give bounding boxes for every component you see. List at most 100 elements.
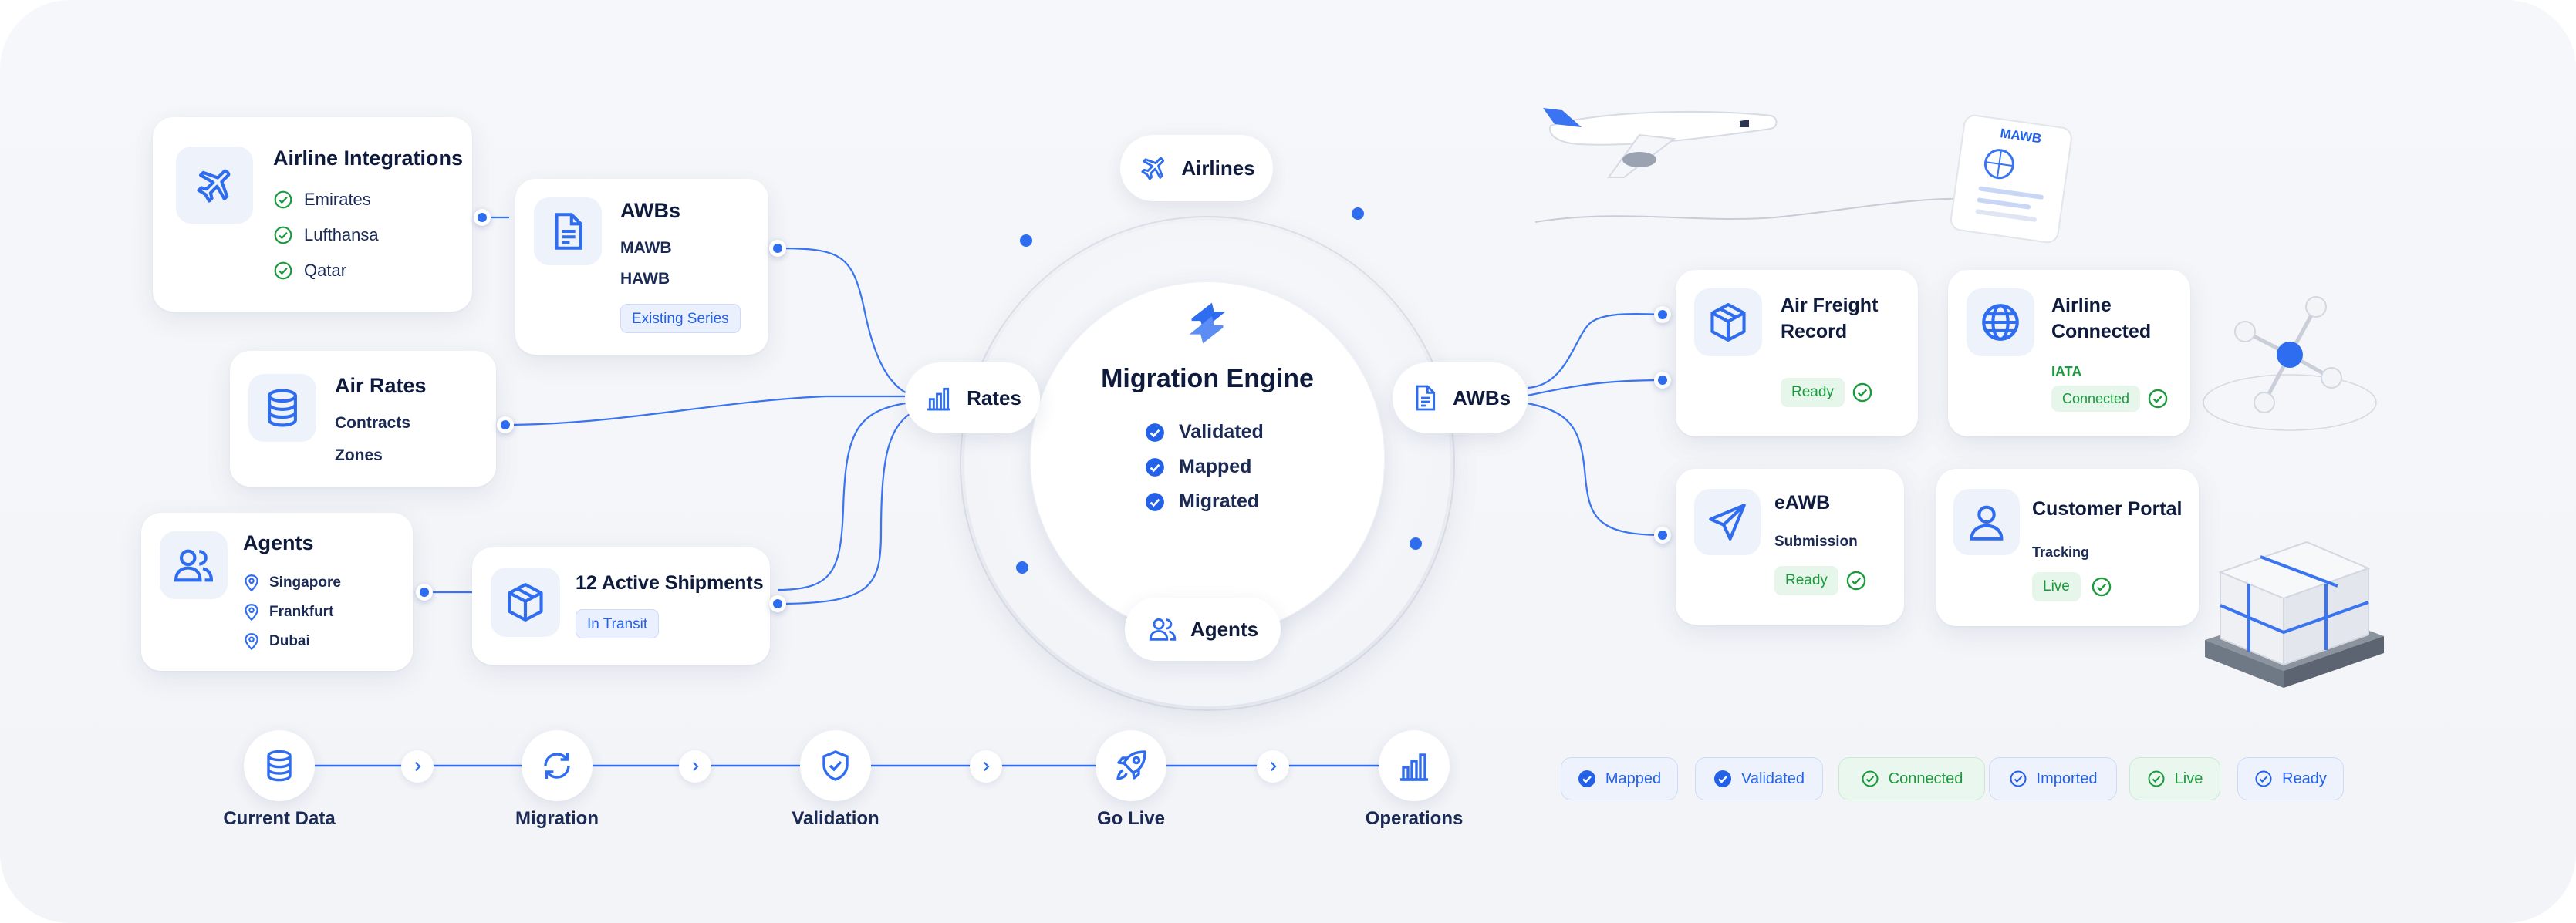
map-pin-icon bbox=[245, 633, 258, 651]
legend-live: Live bbox=[2129, 757, 2220, 800]
database-icon bbox=[267, 750, 292, 782]
rates-hub[interactable]: Rates bbox=[905, 362, 1040, 433]
pipeline-step-validation[interactable] bbox=[800, 730, 871, 801]
check-circle-icon bbox=[2148, 389, 2168, 409]
active-shipments-card[interactable]: 12 Active Shipments In Transit bbox=[472, 547, 770, 665]
box-icon bbox=[1694, 288, 1762, 356]
connected-status-badge: Connected bbox=[2051, 386, 2141, 412]
orbit-ring-outer bbox=[960, 216, 1455, 711]
awbs-card[interactable]: AWBs MAWB HAWB Existing Series bbox=[515, 179, 768, 355]
check-circle-icon bbox=[2092, 577, 2112, 597]
eawb-card[interactable]: eAWB Submission Ready bbox=[1676, 469, 1904, 625]
awbs-hub-label: AWBs bbox=[1452, 386, 1511, 409]
awbs-line: HAWB bbox=[620, 270, 670, 288]
bar-chart-icon bbox=[927, 387, 951, 411]
air-rates-line: Contracts bbox=[335, 414, 411, 432]
agent-location: Dubai bbox=[241, 632, 310, 652]
airline-integrations-card[interactable]: Airline Integrations Emirates Lufthansa … bbox=[153, 117, 472, 312]
awbs-card-title: AWBs bbox=[620, 199, 681, 222]
legend-imported: Imported bbox=[1989, 757, 2117, 800]
agent-location: Singapore bbox=[241, 573, 341, 593]
wire-awbs-to-eawb bbox=[1527, 402, 1663, 537]
pipeline-step-label: Current Data bbox=[223, 808, 336, 829]
air-freight-title-line: Record bbox=[1781, 321, 1848, 342]
orbit-dot bbox=[1410, 537, 1422, 550]
database-icon bbox=[248, 374, 316, 442]
air-rates-line: Zones bbox=[335, 446, 383, 464]
agents-hub[interactable]: Agents bbox=[1125, 598, 1281, 661]
orbit-dot bbox=[1016, 561, 1028, 574]
agents-hub-label: Agents bbox=[1190, 617, 1259, 641]
tracking-label: Tracking bbox=[2032, 544, 2090, 560]
check-circle-filled-icon bbox=[1714, 770, 1732, 787]
engine-check: Migrated bbox=[1145, 490, 1259, 513]
pipeline-step-label: Migration bbox=[515, 808, 599, 829]
flight-path bbox=[1534, 197, 1976, 223]
agents-card[interactable]: Agents Singapore Frankfurt Dubai bbox=[141, 513, 413, 671]
legend-mapped: Mapped bbox=[1561, 757, 1678, 800]
pipeline-step-label: Validation bbox=[792, 808, 879, 829]
eawb-sub: Submission bbox=[1774, 534, 1858, 550]
chevron-right-icon bbox=[970, 750, 1002, 783]
agent-location-label: Dubai bbox=[269, 633, 310, 649]
check-circle-icon bbox=[2010, 770, 2027, 787]
rates-hub-label: Rates bbox=[967, 386, 1021, 409]
user-icon bbox=[1953, 489, 2020, 555]
airplane-illustration bbox=[1543, 108, 1778, 178]
globe-icon bbox=[1967, 288, 2034, 356]
airline-connected-title-line: Connected bbox=[2051, 321, 2152, 342]
mawb-document-illustration bbox=[1950, 114, 2072, 244]
pipeline-step-migration[interactable] bbox=[522, 730, 593, 801]
airplane-icon bbox=[1141, 157, 1165, 180]
engine-check-label: Migrated bbox=[1179, 490, 1260, 512]
awbs-line: MAWB bbox=[620, 239, 672, 257]
users-icon bbox=[1149, 618, 1177, 641]
legend-validated: Validated bbox=[1695, 757, 1823, 800]
wire-shipments-to-rates-b bbox=[777, 412, 913, 605]
wire-airrates-to-rates bbox=[505, 395, 910, 426]
legend-label: Mapped bbox=[1605, 770, 1662, 787]
airline-integrations-title: Airline Integrations bbox=[273, 147, 464, 170]
airlines-hub[interactable]: Airlines bbox=[1120, 135, 1273, 201]
document-icon bbox=[534, 197, 602, 265]
connector-dot bbox=[1654, 306, 1671, 323]
chevron-right-icon bbox=[401, 750, 434, 783]
agent-location-label: Frankfurt bbox=[269, 604, 334, 620]
wire-awbs-to-airfreight-b bbox=[1527, 379, 1663, 397]
air-rates-card[interactable]: Air Rates Contracts Zones bbox=[230, 351, 496, 487]
check-circle-icon bbox=[274, 226, 292, 244]
chevron-right-icon bbox=[679, 750, 711, 783]
check-circle-filled-icon bbox=[1146, 423, 1164, 442]
migration-arrows-icon bbox=[1189, 302, 1226, 344]
pipeline-step-go-live[interactable] bbox=[1096, 730, 1166, 801]
connector-dot bbox=[769, 595, 786, 612]
iata-label: IATA bbox=[2051, 364, 2082, 379]
pipeline-step-operations[interactable] bbox=[1379, 730, 1450, 801]
map-pin-icon bbox=[245, 574, 258, 592]
engine-title: Migration Engine bbox=[1101, 364, 1314, 393]
customer-portal-title: Customer Portal bbox=[2032, 498, 2183, 520]
network-molecule-illustration bbox=[2203, 296, 2377, 431]
airline-item-label: Emirates bbox=[304, 190, 371, 209]
eawb-title: eAWB bbox=[1774, 492, 1831, 514]
wire-awbs-to-rates bbox=[777, 247, 911, 396]
check-circle-icon bbox=[1852, 382, 1872, 403]
check-circle-icon bbox=[1846, 571, 1866, 591]
airline-connected-title-line: Airline bbox=[2051, 295, 2112, 316]
air-freight-record-card[interactable]: Air Freight Record Ready bbox=[1676, 270, 1918, 436]
check-circle-filled-icon bbox=[1146, 492, 1164, 511]
legend-label: Connected bbox=[1888, 770, 1963, 787]
legend-connected: Connected bbox=[1838, 757, 1985, 800]
check-circle-icon bbox=[2148, 770, 2165, 787]
agent-location: Frankfurt bbox=[241, 602, 333, 622]
customer-portal-card[interactable]: Customer Portal Tracking Live bbox=[1936, 469, 2199, 626]
connector-dot bbox=[1654, 372, 1671, 389]
air-rates-title: Air Rates bbox=[335, 374, 427, 397]
airline-connected-card[interactable]: Airline Connected IATA Connected bbox=[1948, 270, 2190, 436]
migration-engine[interactable] bbox=[1030, 281, 1385, 636]
awbs-hub[interactable]: AWBs bbox=[1393, 362, 1528, 433]
map-pin-icon bbox=[245, 604, 258, 622]
airline-item-label: Lufthansa bbox=[304, 225, 379, 244]
connector-dot bbox=[1654, 527, 1671, 544]
pipeline-step-current-data[interactable] bbox=[244, 730, 315, 801]
